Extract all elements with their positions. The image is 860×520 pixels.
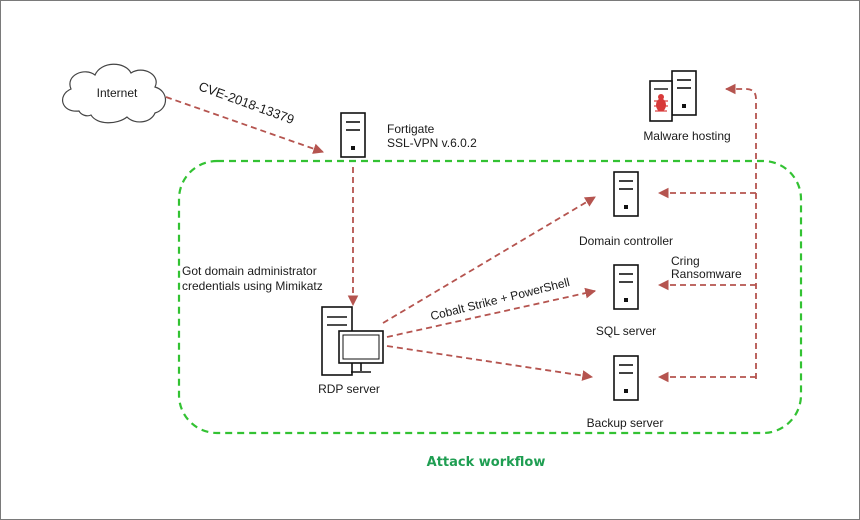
internet-label: Internet	[97, 86, 138, 100]
sql-server-label: SQL server	[596, 324, 656, 338]
sql-server-node: SQL server	[596, 264, 656, 338]
cloud-icon	[62, 63, 167, 124]
fortigate-label: Fortigate	[387, 122, 435, 136]
domain-controller-label: Domain controller	[579, 234, 673, 248]
arrow-rdp-to-domain-controller	[382, 196, 596, 324]
malware-hosting-node: Malware hosting	[643, 70, 731, 143]
malware-hosting-label: Malware hosting	[643, 129, 730, 143]
server-icon	[613, 171, 639, 217]
workstation-icon	[321, 306, 384, 376]
mimikatz-label-line2: credentials using Mimikatz	[182, 279, 323, 293]
arrow-rdp-to-backup	[386, 345, 594, 381]
domain-controller-node: Domain controller	[579, 171, 673, 248]
arrow-ransomware-bus	[724, 83, 757, 379]
rdp-server-node: RDP server	[318, 306, 384, 396]
server-icon	[340, 112, 366, 158]
server-icon	[613, 355, 639, 401]
cve-label: CVE-2018-13379	[197, 79, 297, 127]
internal-network-zone	[177, 159, 803, 435]
rdp-server-label: RDP server	[318, 382, 380, 396]
bug-icon	[654, 94, 668, 112]
internet-node: Internet	[62, 63, 167, 124]
cobalt-strike-label: Cobalt Strike + PowerShell	[429, 275, 571, 323]
arrow-rdp-to-sql	[386, 287, 597, 338]
server-icon	[613, 264, 639, 310]
backup-server-node: Backup server	[587, 355, 664, 430]
backup-server-label: Backup server	[587, 416, 664, 430]
mimikatz-label-line1: Got domain administrator	[182, 264, 317, 278]
server-icon	[671, 70, 697, 116]
arrow-internet-to-fortigate	[165, 96, 325, 154]
fortigate-version-label: SSL-VPN v.6.0.2	[387, 136, 477, 150]
diagram-caption: Attack workflow	[427, 455, 546, 470]
ransomware-label: Ransomware	[671, 267, 742, 281]
cring-label: Cring	[671, 254, 700, 268]
fortigate-node: Fortigate SSL-VPN v.6.0.2	[340, 112, 477, 158]
